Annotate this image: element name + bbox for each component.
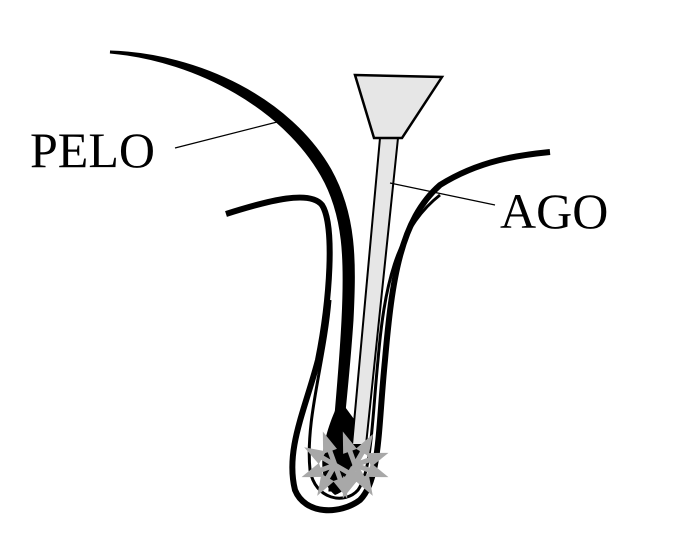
current-arrows-icon [301, 431, 389, 499]
current-arrowhead [366, 452, 389, 467]
current-arrowhead [301, 463, 324, 478]
follicle-inner-sheath [307, 193, 441, 500]
current-arrowhead [322, 431, 337, 454]
needle-handle [353, 73, 445, 140]
current-arrowhead [304, 447, 327, 465]
current-arrowhead [355, 434, 373, 457]
hair-pointer-line [174, 119, 286, 149]
needle-pointer-line [389, 182, 496, 206]
current-arrowhead [355, 473, 373, 496]
current-arrowhead [342, 431, 357, 454]
current-arrowhead [342, 476, 357, 499]
current-arrowhead [366, 463, 389, 478]
hair-label: PELO [30, 122, 155, 178]
hair-shaft [109, 50, 355, 492]
needle-label: AGO [500, 183, 608, 239]
current-arrowhead [317, 473, 335, 496]
follicle-outline [225, 149, 551, 514]
